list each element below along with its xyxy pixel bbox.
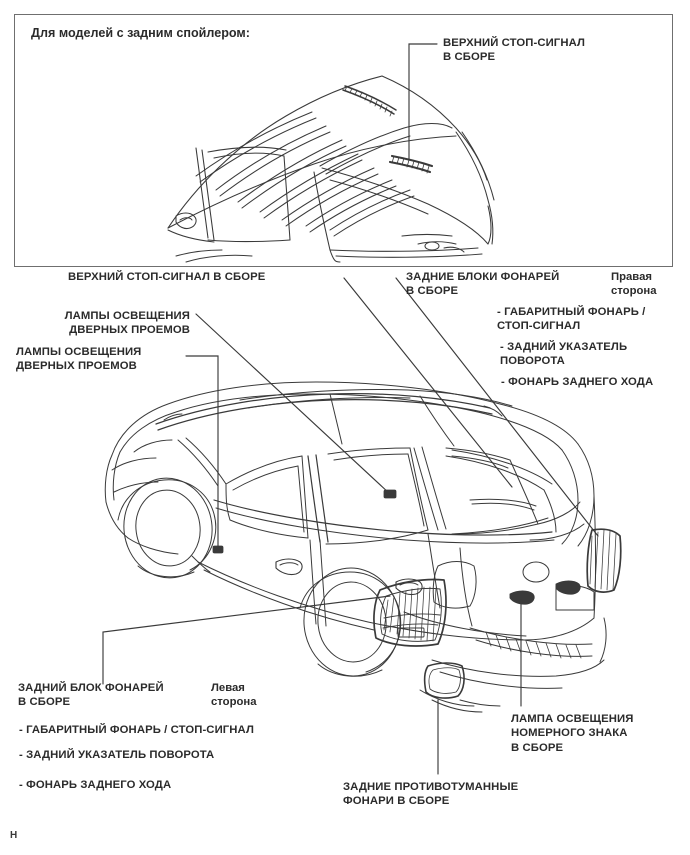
label-courtesy-lamps-upper: ЛАМПЫ ОСВЕЩЕНИЯ ДВЕРНЫХ ПРОЕМОВ (64, 310, 190, 337)
label-left-tail-item-2: - ФОНАРЬ ЗАДНЕГО ХОДА (19, 779, 172, 791)
label-courtesy-lamps-lower: ЛАМПЫ ОСВЕЩЕНИЯ ДВЕРНЫХ ПРОЕМОВ (16, 346, 142, 373)
label-rear-combination-lamps-right: ЗАДНИЕ БЛОКИ ФОНАРЕЙ В СБОРЕ (406, 271, 560, 298)
note-left-side: Левая сторона (211, 682, 257, 709)
label-high-mount-stop-lamp-inset: ВЕРХНИЙ СТОП-СИГНАЛ В СБОРЕ (443, 37, 585, 64)
inset-panel-note: Для моделей с задним спойлером: (31, 26, 250, 40)
label-right-tail-item-1: - ЗАДНИЙ УКАЗАТЕЛЬ ПОВОРОТА (500, 341, 628, 368)
label-left-tail-item-1: - ЗАДНИЙ УКАЗАТЕЛЬ ПОВОРОТА (19, 749, 215, 761)
label-rear-combination-lamp-left: ЗАДНИЙ БЛОК ФОНАРЕЙ В СБОРЕ (18, 682, 164, 709)
label-high-mount-stop-lamp-main: ВЕРХНИЙ СТОП-СИГНАЛ В СБОРЕ (68, 271, 266, 283)
label-right-tail-item-0: - ГАБАРИТНЫЙ ФОНАРЬ / СТОП-СИГНАЛ (497, 306, 646, 333)
label-left-tail-item-0: - ГАБАРИТНЫЙ ФОНАРЬ / СТОП-СИГНАЛ (19, 724, 254, 736)
label-rear-fog-lamps: ЗАДНИЕ ПРОТИВОТУМАННЫЕ ФОНАРИ В СБОРЕ (343, 781, 519, 808)
inset-panel-frame (14, 14, 673, 267)
label-license-plate-lamp: ЛАМПА ОСВЕЩЕНИЯ НОМЕРНОГО ЗНАКА В СБОРЕ (511, 713, 634, 754)
label-right-tail-item-2: - ФОНАРЬ ЗАДНЕГО ХОДА (501, 376, 654, 388)
note-right-side: Правая сторона (611, 271, 657, 298)
page-corner-mark: H (10, 830, 18, 841)
